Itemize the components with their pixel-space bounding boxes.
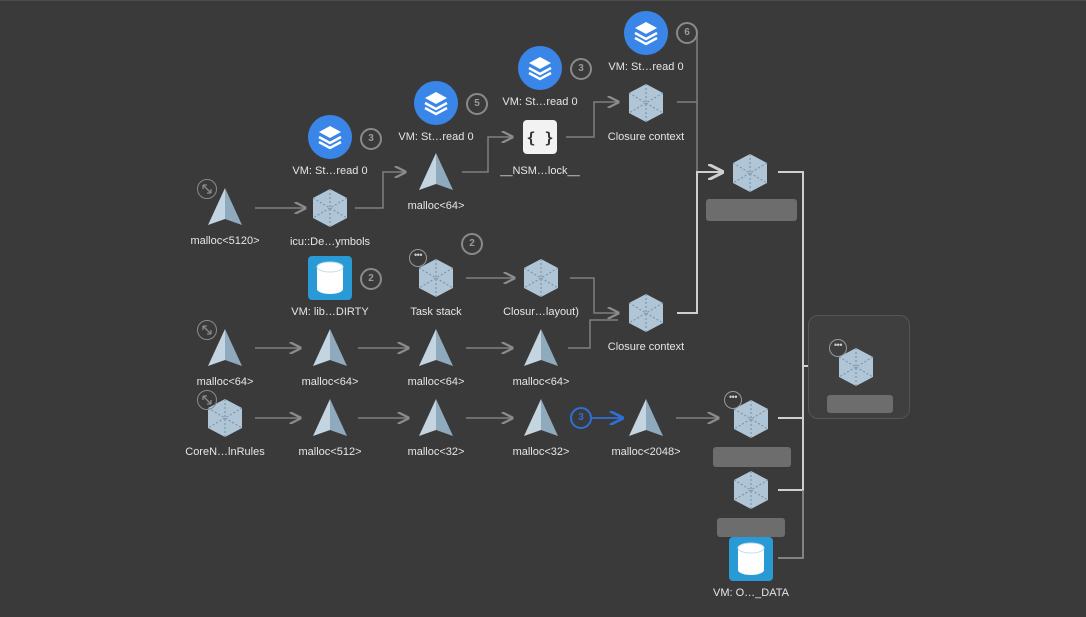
node-label: VM: St…read 0 — [292, 165, 368, 177]
count-badge-active[interactable]: 3 — [570, 407, 592, 429]
node-label: malloc<64> — [196, 376, 254, 388]
braces-icon: { } — [523, 120, 557, 154]
svg-text:{ }: { } — [526, 129, 553, 147]
layers-icon — [518, 46, 562, 90]
cone-icon — [524, 399, 558, 436]
node-label: Closure context — [607, 341, 685, 353]
hexagon-cube-icon — [418, 259, 454, 297]
redacted-label — [713, 447, 791, 467]
count-badge: 2 — [360, 268, 382, 290]
count-badge: 6 — [676, 22, 698, 44]
node-label: malloc<64> — [301, 376, 359, 388]
node-label: malloc<32> — [512, 446, 570, 458]
cone-icon — [419, 329, 453, 366]
node-label: malloc<32> — [407, 446, 465, 458]
node-label: malloc<512> — [298, 446, 362, 458]
hexagon-cube-icon — [733, 400, 769, 438]
cone-icon — [629, 399, 663, 436]
node-label: VM: St…read 0 — [502, 96, 578, 108]
cone-icon — [313, 399, 347, 436]
node-label: Closur…layout) — [503, 306, 579, 318]
node-label: VM: St…read 0 — [398, 131, 474, 143]
node-label: VM: St…read 0 — [608, 61, 684, 73]
node-label: Task stack — [410, 306, 462, 318]
hexagon-cube-icon — [733, 471, 769, 509]
hexagon-cube-icon — [628, 84, 664, 122]
node-label: __NSM…lock__ — [500, 165, 580, 177]
more-icon[interactable]: ••• — [829, 339, 847, 357]
count-badge: 2 — [461, 233, 483, 255]
cone-icon — [419, 399, 453, 436]
node-label: icu::De…ymbols — [289, 236, 371, 248]
more-icon[interactable]: ••• — [724, 391, 742, 409]
expand-icon[interactable] — [197, 320, 217, 340]
node-label: VM: lib…DIRTY — [291, 306, 369, 318]
redacted-label — [717, 518, 785, 537]
cone-icon — [313, 329, 347, 366]
cone-icon — [419, 153, 453, 190]
node-label: CoreN…lnRules — [185, 446, 265, 458]
cone-icon — [524, 329, 558, 366]
hexagon-cube-icon — [207, 399, 243, 437]
layers-icon — [624, 11, 668, 55]
count-badge: 3 — [570, 58, 592, 80]
redacted-label — [827, 395, 893, 413]
hexagon-cube-icon — [523, 259, 559, 297]
hexagon-cube-icon — [628, 294, 664, 332]
redacted-label — [706, 199, 797, 221]
node-label: malloc<5120> — [190, 235, 260, 247]
node-label: malloc<2048> — [611, 446, 681, 458]
hexagon-cube-icon — [312, 189, 348, 227]
more-icon[interactable]: ••• — [409, 249, 427, 267]
layers-icon — [414, 81, 458, 125]
node-label: VM: O…_DATA — [713, 587, 789, 599]
cone-icon — [208, 188, 242, 225]
expand-icon[interactable] — [197, 390, 217, 410]
cone-icon — [208, 329, 242, 366]
node-label: malloc<64> — [407, 200, 465, 212]
node-label: Closure context — [607, 131, 685, 143]
count-badge: 5 — [466, 93, 488, 115]
database-icon — [729, 537, 773, 581]
expand-icon[interactable] — [197, 179, 217, 199]
layers-icon — [308, 115, 352, 159]
top-divider — [0, 0, 1086, 1]
hexagon-cube-icon — [838, 348, 874, 386]
count-badge: 3 — [360, 128, 382, 150]
node-label: malloc<64> — [512, 376, 570, 388]
node-label: malloc<64> — [407, 376, 465, 388]
hexagon-cube-icon — [732, 154, 768, 192]
database-icon — [308, 256, 352, 300]
